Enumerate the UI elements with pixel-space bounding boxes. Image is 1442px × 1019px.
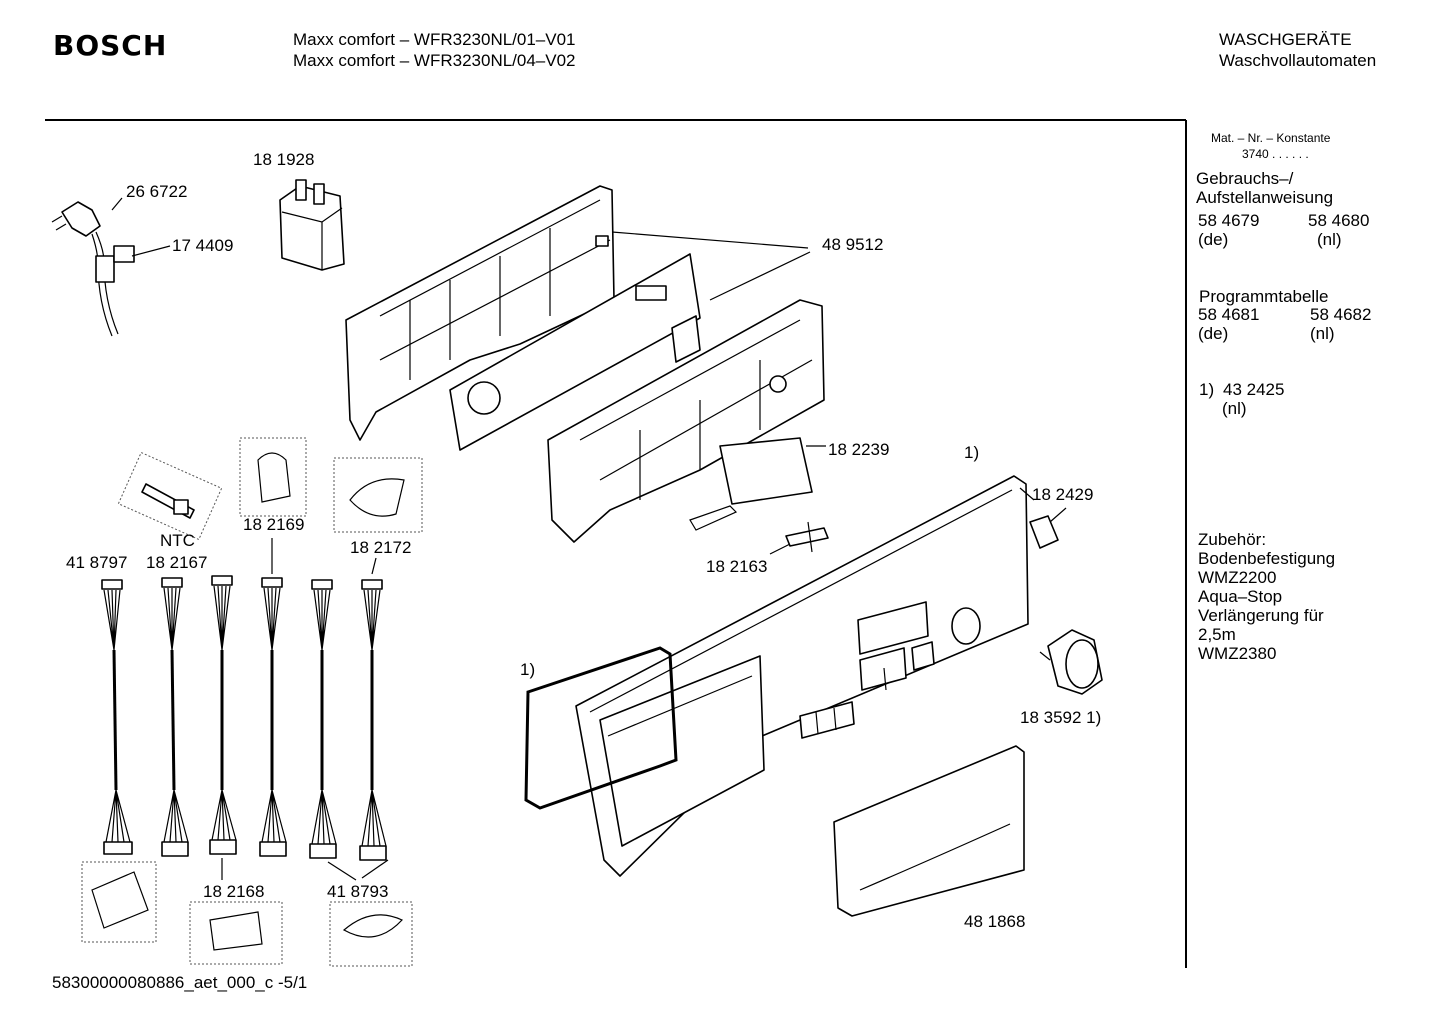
thumb-418797 [81,861,157,943]
program-knob-drawing [1039,629,1103,695]
label-182167: 18 2167 [146,553,208,572]
manual-title-2: Aufstellanweisung [1196,188,1334,207]
category-title: WASCHGERÄTE [1219,30,1352,49]
wire-harnesses [101,575,387,861]
leader-182163 [769,543,791,555]
harness-418797 [101,579,133,855]
accessory-line-3: Aqua–Stop [1198,587,1283,606]
display-lens-drawing [689,437,813,531]
electronic-module-drawing [345,185,701,451]
accessory-line-2: WMZ2200 [1198,568,1277,587]
leader-174409 [131,245,171,257]
switch-182429-drawing [1029,515,1059,549]
label-182429: 18 2429 [1032,485,1094,504]
manual-title-1: Gebrauchs–/ [1196,169,1294,188]
power-cord-drawing [51,201,135,337]
harness-182169 [259,577,287,857]
document-id: 58300000080886_aet_000_c -5/1 [52,973,308,992]
manual-nl-number: 58 4680 [1308,211,1370,230]
label-489512: 48 9512 [822,235,884,254]
thumb-182172 [333,457,423,533]
thumb-182169 [239,437,307,517]
label-note1-left: 1) [520,660,536,679]
label-182168: 18 2168 [203,882,265,901]
program-title: Programmtabelle [1199,287,1329,306]
label-181928: 18 1928 [253,150,315,169]
label-182172: 18 2172 [350,538,412,557]
mat-nr-label: Mat. – Nr. – Konstante [1211,131,1331,145]
label-183592: 18 3592 1) [1020,708,1102,727]
model-line-1: Maxx comfort – WFR3230NL/01–V01 [293,30,576,49]
gasket-drawing [524,646,678,810]
brand-logo: BOSCH [53,29,168,62]
label-418797: 41 8797 [66,553,128,572]
leader-182429 [1049,507,1067,523]
label-481868: 48 1868 [964,912,1026,931]
plunger-pin-drawing [785,521,829,553]
harness-182168 [209,575,237,855]
harness-182172 [359,579,387,861]
leader-418793-b [361,859,389,879]
manual-de-number: 58 4679 [1198,211,1260,230]
program-nl-lang: (nl) [1310,324,1335,343]
program-de-number: 58 4681 [1198,305,1260,324]
manual-de-lang: (de) [1198,230,1229,249]
accessory-line-4: Verlängerung für [1198,606,1324,625]
label-note1-top: 1) [964,443,980,462]
header-divider [45,119,1186,121]
program-de-lang: (de) [1198,324,1229,343]
label-418793: 41 8793 [327,882,389,901]
note-marker: 1) [1199,380,1215,399]
ntc-sensor-drawing [117,451,223,541]
accessory-line-5: 2,5m [1198,625,1236,644]
leader-489512-b [709,251,811,301]
leader-489512-a [611,231,809,249]
label-182163: 18 2163 [706,557,768,576]
sidebar-divider [1185,120,1187,968]
harness-418793 [309,579,337,859]
thumb-418793 [329,901,413,967]
leader-note1-top [1019,487,1035,501]
model-line-2: Maxx comfort – WFR3230NL/04–V02 [293,51,576,70]
label-ntc: NTC [160,531,195,550]
subcategory-title: Waschvollautomaten [1219,51,1377,70]
drawer-handle-drawing [833,745,1025,917]
leader-418793 [327,861,357,881]
label-266722: 26 6722 [126,182,188,201]
control-panel-fascia-drawing [575,475,1029,877]
label-182239: 18 2239 [828,440,890,459]
harness-182167 [161,577,189,857]
label-174409: 17 4409 [172,236,234,255]
accessories-title: Zubehör: [1198,530,1267,549]
note-lang: (nl) [1222,399,1247,418]
accessory-line-6: WMZ2380 [1198,644,1277,663]
manual-nl-lang: (nl) [1317,230,1342,249]
leader-182172 [371,557,377,575]
note-number: 43 2425 [1223,380,1285,399]
accessory-line-1: Bodenbefestigung [1198,549,1336,568]
label-182169: 18 2169 [243,515,305,534]
thumb-182168 [189,901,283,965]
mat-nr-value: 3740 . . . . . . [1242,147,1309,161]
leader-266722 [111,197,123,211]
program-nl-number: 58 4682 [1310,305,1372,324]
control-module-drawing [547,299,825,543]
filter-capacitor-drawing [279,179,345,271]
